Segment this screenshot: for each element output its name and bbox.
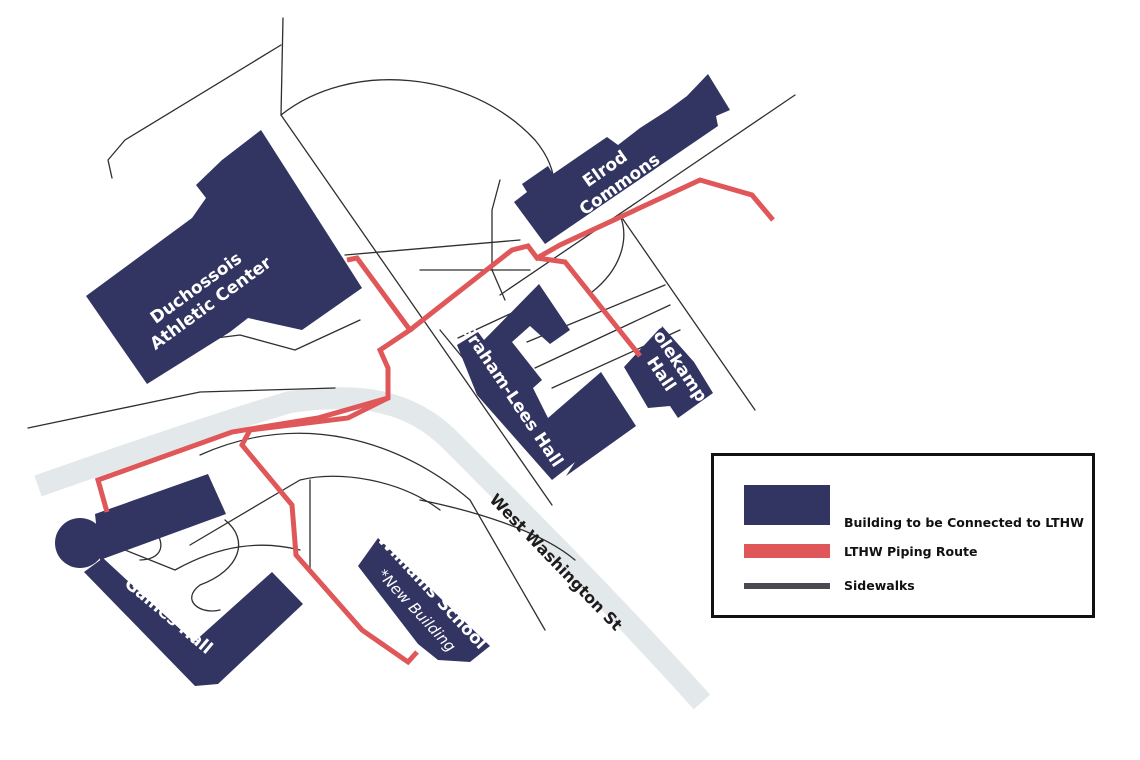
- duchossois-athletic-center: [86, 130, 362, 384]
- legend-building-row: [744, 485, 830, 525]
- gaines-hall: [55, 474, 303, 686]
- elrod-commons: [514, 74, 730, 244]
- lthw-piping-route: [94, 177, 775, 666]
- williams-school: [358, 538, 490, 662]
- legend-sidewalks-swatch: [744, 583, 830, 589]
- legend-piping-swatch: [744, 544, 830, 558]
- legend-building-swatch: [744, 485, 830, 525]
- graham-lees-hall: [457, 284, 636, 480]
- legend: Building to be Connected to LTHW LTHW Pi…: [711, 453, 1095, 618]
- legend-piping-row: [744, 544, 830, 558]
- legend-sidewalks-row: [744, 583, 830, 589]
- legend-sidewalks-label: Sidewalks: [844, 578, 915, 593]
- holekamp-hall: [624, 326, 713, 418]
- buildings: [55, 74, 730, 686]
- legend-building-label: Building to be Connected to LTHW: [844, 515, 1084, 530]
- street-label: West Washington St: [486, 490, 627, 635]
- legend-piping-label: LTHW Piping Route: [844, 544, 978, 559]
- west-washington-street: [34, 387, 711, 710]
